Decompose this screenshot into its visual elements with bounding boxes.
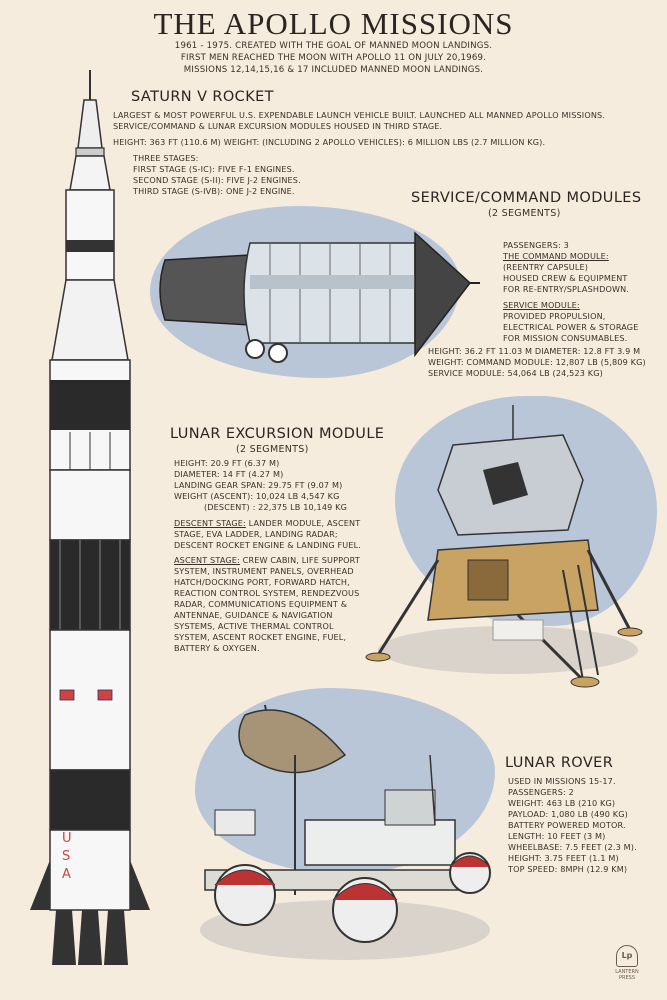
ascent-line: RADAR, COMMUNICATIONS EQUIPMENT & — [174, 599, 348, 609]
intro-line: MISSIONS 12,14,15,16 & 17 INCLUDED MANNE… — [183, 65, 484, 75]
lem-stat-line: (DESCENT) : 22,375 LB 10,149 KG — [174, 502, 348, 512]
lunar-excursion-module-illustration — [365, 405, 643, 688]
lem-stat-line: WEIGHT (ASCENT): 10,024 LB 4,547 KG — [174, 491, 340, 501]
saturn-v-rocket-illustration: U S A — [30, 70, 150, 965]
sm-line: PROVIDED PROPULSION, — [503, 311, 606, 321]
lem-stat-line: HEIGHT: 20.9 FT (6.37 M) — [174, 458, 280, 468]
saturn-stages: THREE STAGES: FIRST STAGE (S-IC): FIVE F… — [133, 153, 301, 197]
ascent-line: SYSTEM, INSTRUMENT PANELS, OVERHEAD — [174, 566, 354, 576]
ascent-stage-title: ASCENT STAGE: — [174, 555, 240, 565]
saturn-heading: SATURN V ROCKET — [131, 89, 274, 105]
rover-line: PAYLOAD: 1,080 LB (490 KG) — [508, 809, 628, 819]
cm-line: HOUSED CREW & EQUIPMENT — [503, 273, 628, 283]
sm-line: ELECTRICAL POWER & STORAGE — [503, 322, 639, 332]
lem-heading: LUNAR EXCURSION MODULE — [170, 426, 385, 442]
csm-stat-line: WEIGHT: COMMAND MODULE: 12,807 LB (5,809… — [428, 357, 646, 367]
stages-line: THIRD STAGE (S-IVB): ONE J-2 ENGINE. — [133, 186, 295, 196]
rocket-marking-a: A — [62, 867, 71, 882]
logo-line: PRESS — [619, 975, 635, 981]
rover-line: LENGTH: 10 FEET (3 M) — [508, 831, 606, 841]
csm-passengers: PASSENGERS: 3 — [503, 240, 569, 250]
saturn-description: LARGEST & MOST POWERFUL U.S. EXPENDABLE … — [113, 110, 605, 132]
lantern-press-icon: Lp — [616, 945, 638, 967]
csm-stat-line: SERVICE MODULE: 54,064 LB (24,523 KG) — [428, 368, 603, 378]
stages-line: THREE STAGES: — [133, 153, 199, 163]
publisher-logo: Lp LANTERN PRESS — [614, 945, 640, 985]
descent-line: STAGE, EVA LADDER, LANDING RADAR; — [174, 529, 338, 539]
lem-stats: HEIGHT: 20.9 FT (6.37 M) DIAMETER: 14 FT… — [174, 458, 347, 513]
lem-descent-stage: DESCENT STAGE: LANDER MODULE, ASCENT STA… — [174, 518, 361, 551]
intro-line: 1961 - 1975. CREATED WITH THE GOAL OF MA… — [174, 41, 493, 51]
ascent-line: CREW CABIN, LIFE SUPPORT — [239, 555, 360, 565]
service-module-title: SERVICE MODULE: — [503, 300, 580, 310]
ascent-line: SYSTEMS, ACTIVE THERMAL CONTROL — [174, 621, 334, 631]
rover-line: WEIGHT: 463 LB (210 KG) — [508, 798, 616, 808]
rover-line: WHEELBASE: 7.5 FEET (2.3 M). — [508, 842, 637, 852]
sm-line: FOR MISSION CONSUMABLES. — [503, 333, 628, 343]
lunar-rover-illustration — [200, 704, 491, 960]
rover-line: PASSENGERS: 2 — [508, 787, 574, 797]
csm-heading: SERVICE/COMMAND MODULES — [411, 190, 642, 206]
cm-line: (REENTRY CAPSULE) — [503, 262, 589, 272]
descent-stage-title: DESCENT STAGE: — [174, 518, 246, 528]
ascent-line: BATTERY & OXYGEN. — [174, 643, 260, 653]
descent-line: DESCENT ROCKET ENGINE & LANDING FUEL. — [174, 540, 361, 550]
rover-heading: LUNAR ROVER — [505, 755, 614, 771]
rover-line: BATTERY POWERED MOTOR. — [508, 820, 626, 830]
csm-stat-line: HEIGHT: 36.2 FT 11.03 M DIAMETER: 12.8 F… — [428, 346, 641, 356]
rocket-marking-s: S — [62, 849, 70, 864]
poster-title: THE APOLLO MISSIONS — [153, 6, 514, 41]
lem-stat-line: DIAMETER: 14 FT (4.27 M) — [174, 469, 284, 479]
stages-line: FIRST STAGE (S-IC): FIVE F-1 ENGINES. — [133, 164, 295, 174]
saturn-desc-line: LARGEST & MOST POWERFUL U.S. EXPENDABLE … — [113, 110, 606, 120]
ascent-line: HATCH/DOCKING PORT, FORWARD HATCH, — [174, 577, 350, 587]
ascent-line: ANTENNAE, GUIDANCE & NAVIGATION — [174, 610, 333, 620]
command-module-title: THE COMMAND MODULE: — [503, 251, 609, 261]
rover-line: TOP SPEED: 8MPH (12.9 KM) — [508, 864, 628, 874]
intro-line: FIRST MEN REACHED THE MOON WITH APOLLO 1… — [180, 53, 487, 63]
rover-line: USED IN MISSIONS 15-17. — [508, 776, 616, 786]
rover-details: USED IN MISSIONS 15-17. PASSENGERS: 2 WE… — [508, 776, 637, 875]
descent-line: LANDER MODULE, ASCENT — [245, 518, 361, 528]
command-service-module-illustration — [159, 231, 480, 363]
rover-line: HEIGHT: 3.75 FEET (1.1 M) — [508, 853, 619, 863]
cm-line: FOR RE-ENTRY/SPLASHDOWN. — [503, 284, 630, 294]
lem-stat-line: LANDING GEAR SPAN: 29.75 FT (9.07 M) — [174, 480, 343, 490]
logo-line: LANTERN — [615, 969, 639, 975]
saturn-desc-line: SERVICE/COMMAND & LUNAR EXCURSION MODULE… — [113, 121, 443, 131]
rocket-marking-u: U — [62, 831, 72, 846]
lem-ascent-stage: ASCENT STAGE: CREW CABIN, LIFE SUPPORT S… — [174, 555, 360, 654]
csm-details: PASSENGERS: 3 THE COMMAND MODULE: (REENT… — [503, 240, 639, 344]
csm-stats: HEIGHT: 36.2 FT 11.03 M DIAMETER: 12.8 F… — [428, 346, 646, 379]
ascent-line: SYSTEM, ASCENT ROCKET ENGINE, FUEL, — [174, 632, 347, 642]
saturn-specs: HEIGHT: 363 FT (110.6 M) WEIGHT: (INCLUD… — [113, 137, 546, 147]
lem-subheading: (2 SEGMENTS) — [236, 444, 309, 455]
intro-text: 1961 - 1975. CREATED WITH THE GOAL OF MA… — [100, 40, 567, 76]
csm-subheading: (2 SEGMENTS) — [488, 208, 561, 219]
ascent-line: REACTION CONTROL SYSTEM, RENDEZVOUS — [174, 588, 360, 598]
stages-line: SECOND STAGE (S-II): FIVE J-2 ENGINES. — [133, 175, 301, 185]
